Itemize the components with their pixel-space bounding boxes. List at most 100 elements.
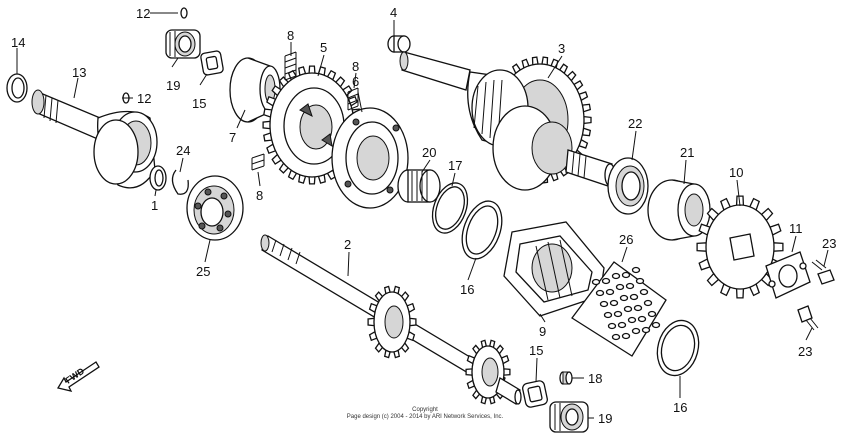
callout-10: 10 bbox=[729, 165, 743, 180]
gear-tooth bbox=[735, 288, 745, 299]
washer-15-top bbox=[200, 50, 224, 76]
callout-3: 3 bbox=[558, 41, 565, 56]
callout-15-bottom: 15 bbox=[529, 343, 543, 358]
callout-13: 13 bbox=[72, 65, 86, 80]
ball bbox=[595, 289, 605, 297]
ball bbox=[627, 316, 637, 324]
ball bbox=[599, 300, 609, 308]
ball bbox=[621, 271, 631, 279]
ball bbox=[617, 321, 627, 329]
callout-4: 4 bbox=[390, 5, 397, 20]
ball bbox=[635, 277, 645, 285]
ball bbox=[607, 322, 617, 330]
ball bbox=[611, 333, 621, 341]
copyright-line-1: Copyright bbox=[412, 407, 438, 413]
callout-19-bottom: 19 bbox=[598, 411, 612, 426]
callout-16-mid: 16 bbox=[460, 282, 474, 297]
ball bbox=[647, 310, 657, 318]
ball bbox=[631, 266, 641, 274]
ball bbox=[605, 288, 615, 296]
bushing-7 bbox=[229, 57, 281, 123]
forward-arrow-icon: FWD bbox=[56, 361, 100, 392]
ball bbox=[625, 282, 635, 290]
needle-bearing-19-bottom bbox=[549, 401, 589, 433]
callout-8-top: 8 bbox=[287, 28, 294, 43]
callout-8-mid: 8 bbox=[352, 59, 359, 74]
ball bbox=[603, 311, 613, 319]
callout-12-top: 12 bbox=[136, 6, 150, 21]
ball-set-26 bbox=[571, 261, 667, 357]
guide-9 bbox=[503, 221, 605, 317]
ball bbox=[591, 278, 601, 286]
callout-labels: 14 13 12 19 15 12 7 8 5 8 8 6 4 3 22 21 … bbox=[11, 5, 836, 426]
ball bbox=[631, 327, 641, 335]
ball bbox=[619, 294, 629, 302]
gear-tooth bbox=[583, 115, 592, 125]
needle-bearing-20 bbox=[397, 169, 441, 203]
plate-6 bbox=[331, 107, 409, 209]
callout-25: 25 bbox=[196, 264, 210, 279]
gear-tooth bbox=[308, 176, 316, 185]
bearing-21 bbox=[647, 179, 711, 241]
callout-26: 26 bbox=[619, 232, 633, 247]
callout-2: 2 bbox=[344, 237, 351, 252]
callout-18: 18 bbox=[588, 371, 602, 386]
gear-tooth bbox=[308, 65, 316, 74]
gear-tooth bbox=[465, 368, 473, 376]
ball bbox=[651, 321, 661, 329]
spring-8-top bbox=[284, 51, 297, 81]
callout-22: 22 bbox=[628, 116, 642, 131]
callout-12-left: 12 bbox=[137, 91, 151, 106]
collar-18 bbox=[559, 371, 573, 385]
callout-5: 5 bbox=[320, 40, 327, 55]
callout-24: 24 bbox=[176, 143, 190, 158]
ball bbox=[601, 277, 611, 285]
gear-tooth bbox=[503, 368, 511, 376]
mainshaft-2 bbox=[260, 234, 522, 405]
gear-tooth bbox=[409, 317, 417, 327]
callout-6: 6 bbox=[352, 74, 359, 89]
callout-15-top: 15 bbox=[192, 96, 206, 111]
spring-8-low bbox=[251, 153, 265, 171]
leader-lines bbox=[16, 12, 829, 419]
ball bbox=[637, 315, 647, 323]
ring-16-mid bbox=[461, 200, 503, 260]
ball bbox=[641, 326, 651, 334]
callout-17: 17 bbox=[448, 158, 462, 173]
ball bbox=[613, 310, 623, 318]
callout-14: 14 bbox=[11, 35, 25, 50]
callout-21: 21 bbox=[680, 145, 694, 160]
ball bbox=[629, 293, 639, 301]
ball bbox=[643, 299, 653, 307]
ball bbox=[639, 288, 649, 296]
circlip-24 bbox=[171, 169, 189, 195]
callout-1: 1 bbox=[151, 198, 158, 213]
gear-tooth bbox=[367, 317, 375, 327]
copyright-notice: Copyright Page design (c) 2004 - 2014 by… bbox=[347, 407, 504, 420]
callout-11: 11 bbox=[789, 221, 803, 236]
collar-12-top bbox=[180, 7, 188, 19]
ring-17 bbox=[431, 182, 469, 234]
callout-20: 20 bbox=[422, 145, 436, 160]
bearing-25 bbox=[186, 175, 244, 241]
callout-7: 7 bbox=[229, 130, 236, 145]
bolt-23-bottom bbox=[797, 305, 819, 331]
ring-16-bottom bbox=[656, 319, 700, 377]
callout-19-top: 19 bbox=[166, 78, 180, 93]
countershaft-3 bbox=[399, 51, 616, 191]
gear-tooth bbox=[696, 242, 707, 252]
callout-8-low: 8 bbox=[256, 188, 263, 203]
ball bbox=[633, 304, 643, 312]
lock-plate-11 bbox=[765, 251, 811, 299]
callout-9: 9 bbox=[539, 324, 546, 339]
collar-4 bbox=[387, 35, 411, 53]
ball bbox=[621, 332, 631, 340]
spring-8-mid bbox=[347, 87, 359, 111]
ring-14 bbox=[6, 73, 28, 103]
gear-tooth bbox=[773, 242, 784, 252]
ball bbox=[615, 283, 625, 291]
callout-23-bottom: 23 bbox=[798, 344, 812, 359]
gear-tooth bbox=[262, 120, 271, 130]
washer-15-bottom bbox=[522, 380, 548, 408]
